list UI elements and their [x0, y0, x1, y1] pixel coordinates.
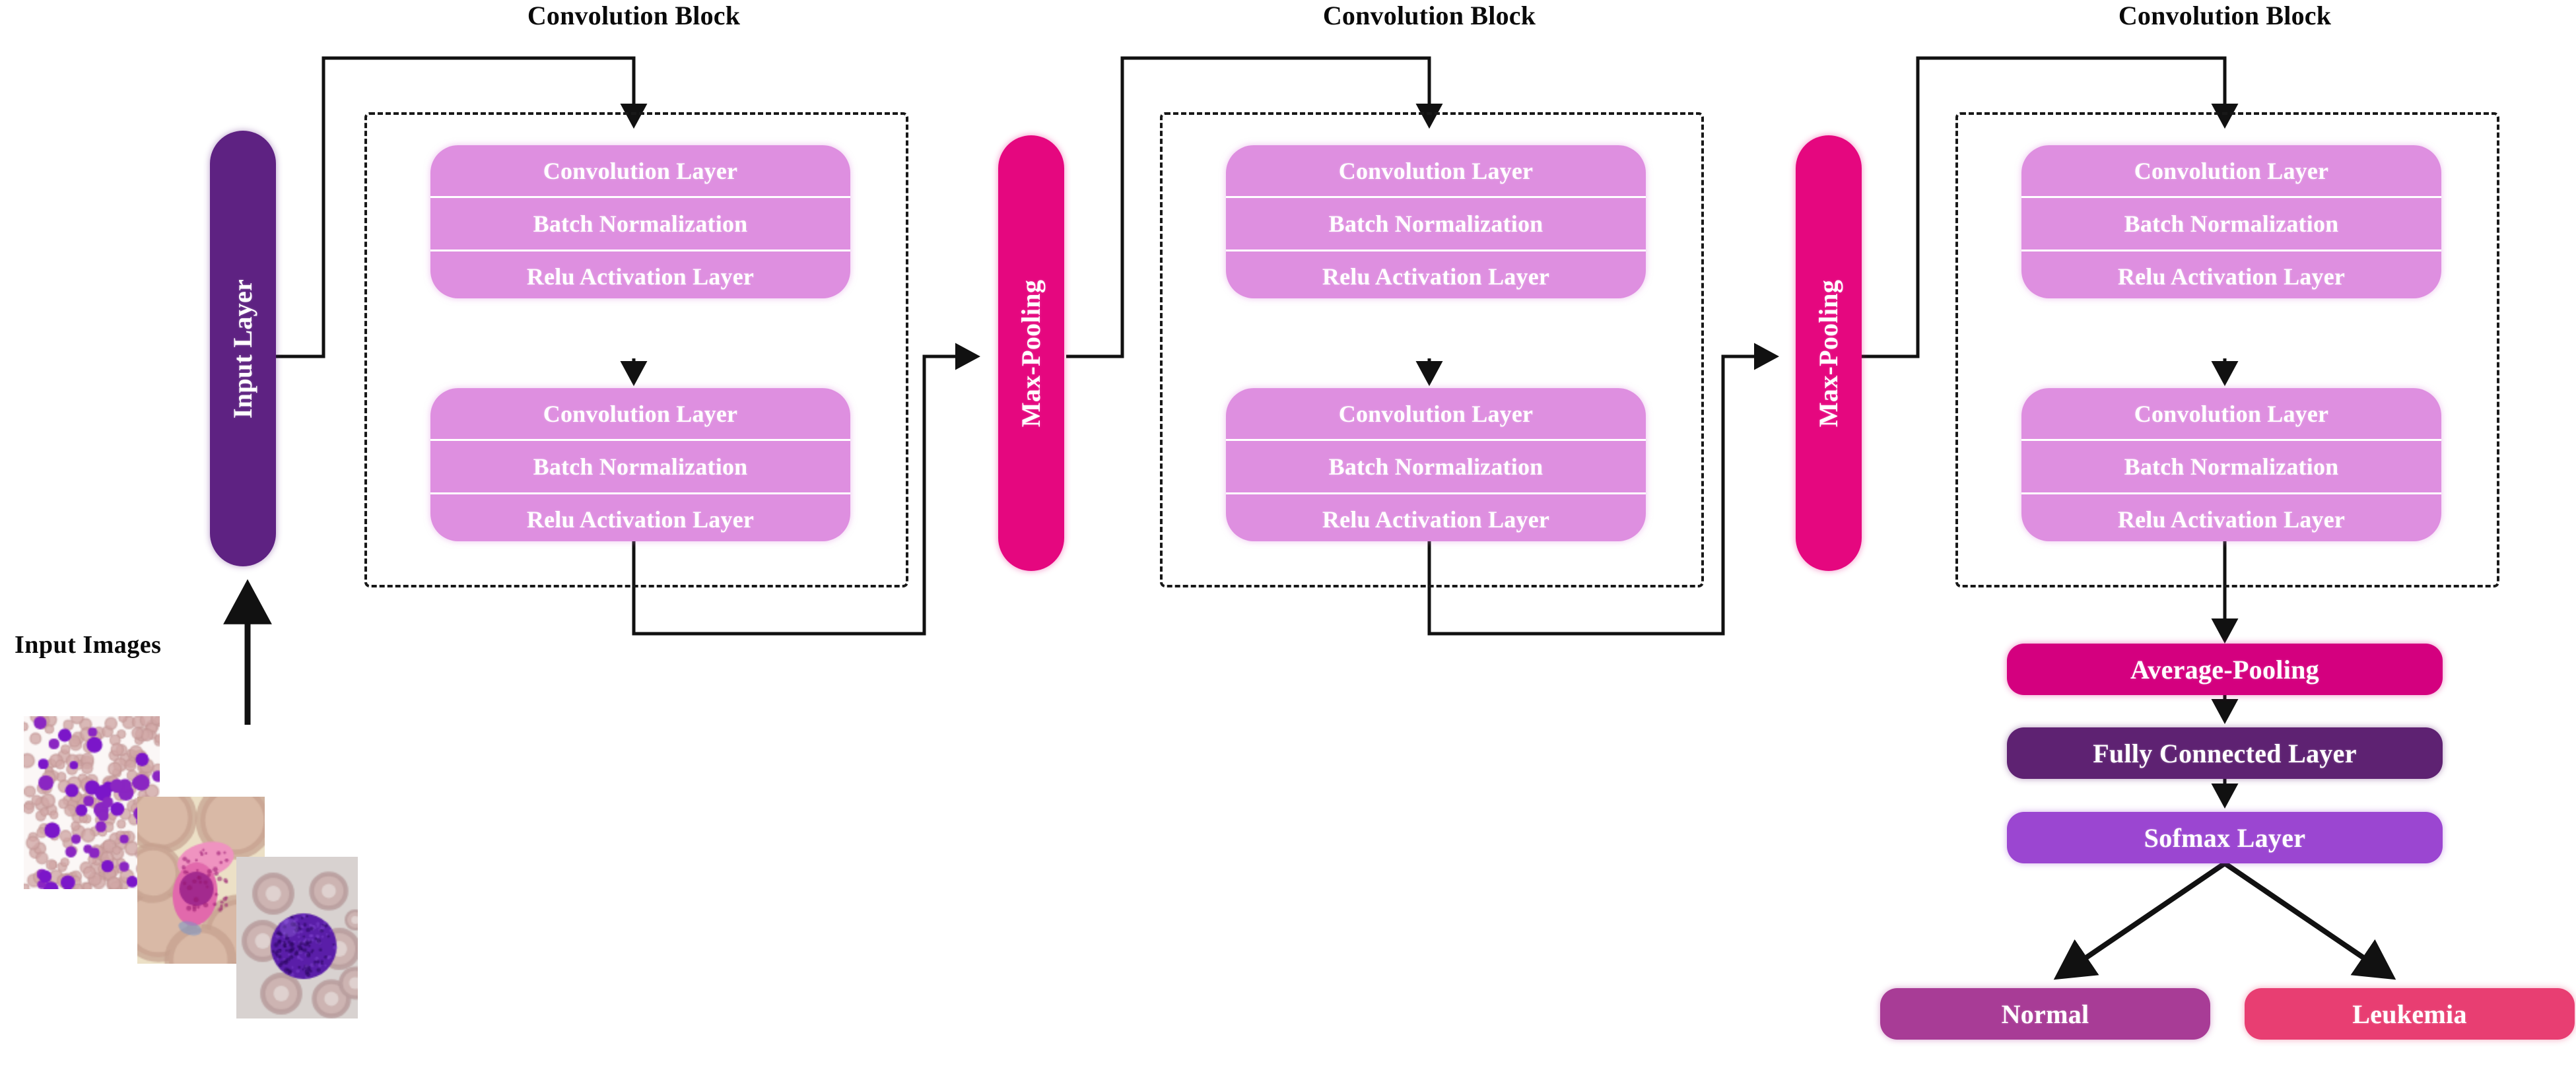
input-images-label: Input Images — [15, 631, 162, 659]
conv-unit-2-row-relu: Relu Activation Layer — [430, 492, 850, 541]
arrow-softmax-to-normal — [2053, 861, 2227, 980]
input-layer-node[interactable]: Input Layer — [210, 131, 276, 566]
conv-unit-2-row-bn: Batch Normalization — [430, 439, 850, 492]
conv-unit-1-row-bn: Batch Normalization — [430, 196, 850, 249]
conv-unit-1-row-conv: Convolution Layer — [543, 157, 738, 184]
conv-unit-6-row-conv: Convolution Layer — [2134, 400, 2329, 427]
max-pooling-2-label: Max-Pooling — [1813, 279, 1844, 427]
conv-unit-3-row-bn: Batch Normalization — [1226, 196, 1646, 249]
output-node-leukemia[interactable]: Leukemia — [2245, 988, 2575, 1040]
block-title-2: Convolution Block — [1322, 1, 1536, 30]
input-layer-label: Input Layer — [228, 279, 258, 418]
conv-unit-6-row-relu: Relu Activation Layer — [2021, 492, 2441, 541]
arrow-softmax-to-leukemia — [2223, 861, 2396, 980]
conv-unit-5-row-relu: Relu Activation Layer — [2021, 249, 2441, 298]
input-thumbnail-3 — [236, 857, 358, 1018]
conv-unit-4-row-bn: Batch Normalization — [1226, 439, 1646, 492]
input-thumbnail-1 — [24, 716, 160, 889]
softmax-node[interactable]: Sofmax Layer — [2007, 812, 2443, 863]
conv-unit-4-row-relu: Relu Activation Layer — [1226, 492, 1646, 541]
conv-unit-2[interactable]: Convolution Layer Batch Normalization Re… — [430, 388, 850, 541]
conv-unit-2-row-conv: Convolution Layer — [543, 400, 738, 427]
block-title-1: Convolution Block — [527, 1, 741, 30]
output-node-normal[interactable]: Normal — [1880, 988, 2210, 1040]
conv-unit-1[interactable]: Convolution Layer Batch Normalization Re… — [430, 145, 850, 298]
fully-connected-node[interactable]: Fully Connected Layer — [2007, 727, 2443, 779]
conv-unit-5-row-bn: Batch Normalization — [2021, 196, 2441, 249]
conv-unit-4[interactable]: Convolution Layer Batch Normalization Re… — [1226, 388, 1646, 541]
block-title-3: Convolution Block — [2118, 1, 2332, 30]
conv-unit-3-row-conv: Convolution Layer — [1338, 157, 1534, 184]
conv-unit-1-row-relu: Relu Activation Layer — [430, 249, 850, 298]
conv-unit-4-row-conv: Convolution Layer — [1338, 400, 1534, 427]
conv-unit-5-row-conv: Convolution Layer — [2134, 157, 2329, 184]
conv-unit-5[interactable]: Convolution Layer Batch Normalization Re… — [2021, 145, 2441, 298]
average-pooling-node[interactable]: Average-Pooling — [2007, 644, 2443, 695]
conv-unit-6[interactable]: Convolution Layer Batch Normalization Re… — [2021, 388, 2441, 541]
conv-unit-6-row-bn: Batch Normalization — [2021, 439, 2441, 492]
max-pooling-node-2[interactable]: Max-Pooling — [1796, 135, 1862, 571]
conv-unit-3[interactable]: Convolution Layer Batch Normalization Re… — [1226, 145, 1646, 298]
max-pooling-1-label: Max-Pooling — [1016, 279, 1046, 427]
conv-unit-3-row-relu: Relu Activation Layer — [1226, 249, 1646, 298]
max-pooling-node-1[interactable]: Max-Pooling — [998, 135, 1064, 571]
